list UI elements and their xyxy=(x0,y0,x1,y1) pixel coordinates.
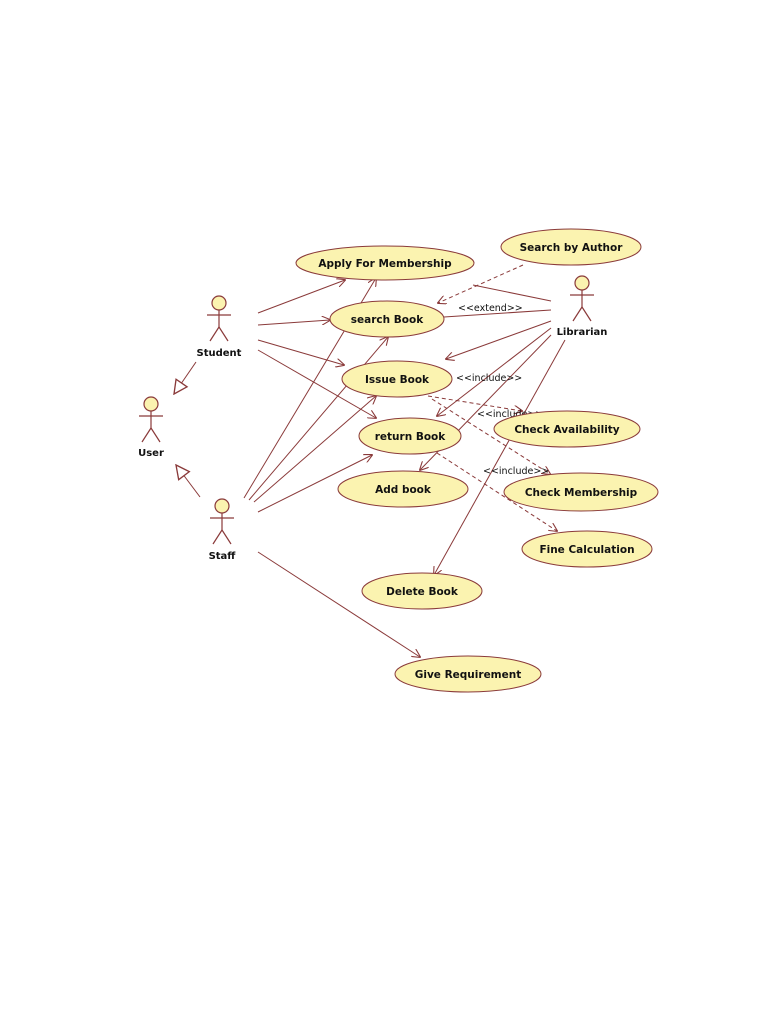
svg-text:Delete Book: Delete Book xyxy=(386,586,459,598)
generalization-student-user xyxy=(174,361,197,394)
usecase-give-requirement: Give Requirement xyxy=(394,655,542,693)
actor-user: User xyxy=(138,396,164,459)
assoc-student-issue-book xyxy=(257,339,344,365)
svg-text:Search by Author: Search by Author xyxy=(520,242,624,254)
assoc-student-return-book xyxy=(257,349,376,418)
usecase-issue-book: Issue Book xyxy=(341,360,453,398)
label-include-availability: <<include>> xyxy=(477,409,543,420)
svg-text:Issue Book: Issue Book xyxy=(365,374,430,386)
actor-staff-icon xyxy=(210,498,234,545)
assoc-staff-give-requirement xyxy=(257,551,420,657)
svg-text:Check Availability: Check Availability xyxy=(514,424,619,436)
svg-text:User: User xyxy=(138,448,164,459)
usecase-search-by-author: Search by Author xyxy=(500,228,642,266)
label-include-issue: <<include>> xyxy=(456,373,522,384)
include-issue-check-membership xyxy=(431,398,550,474)
svg-text:Librarian: Librarian xyxy=(557,327,608,338)
label-extend: <<extend>> xyxy=(458,303,523,314)
usecase-fine-calculation: Fine Calculation xyxy=(521,530,653,568)
usecase-return-book: return Book xyxy=(358,417,462,455)
actor-staff: Staff xyxy=(209,498,237,562)
actor-librarian: Librarian xyxy=(557,275,608,338)
actor-student: Student xyxy=(197,295,242,359)
svg-text:Give Requirement: Give Requirement xyxy=(415,669,522,681)
svg-text:Staff: Staff xyxy=(209,551,237,562)
usecase-delete-book: Delete Book xyxy=(361,572,483,610)
svg-text:Check Membership: Check Membership xyxy=(525,487,638,499)
assoc-student-search-book xyxy=(257,320,330,326)
label-include-membership: <<include>> xyxy=(483,466,549,477)
assoc-librarian-delete-book xyxy=(434,339,566,575)
usecase-check-membership: Check Membership xyxy=(503,472,659,512)
usecase-check-availability: Check Availability xyxy=(493,410,641,448)
usecase-add-book: Add book xyxy=(337,470,469,508)
svg-text:Add book: Add book xyxy=(375,484,432,496)
assoc-librarian-apply-membership xyxy=(472,284,552,302)
assoc-staff-return-book xyxy=(257,455,372,513)
svg-text:return Book: return Book xyxy=(375,431,447,443)
assoc-librarian-return-book xyxy=(437,327,552,416)
svg-text:Student: Student xyxy=(197,348,242,359)
assoc-librarian-search-book xyxy=(443,309,552,318)
usecase-apply-for-membership: Apply For Membership xyxy=(295,245,475,281)
extend-search-by-author-search-book xyxy=(438,264,524,303)
generalization-staff-user xyxy=(176,465,201,498)
actor-librarian-icon xyxy=(570,275,594,322)
svg-text:Apply For Membership: Apply For Membership xyxy=(318,258,452,270)
svg-text:search Book: search Book xyxy=(351,314,424,326)
assoc-student-apply-membership xyxy=(257,280,345,314)
assoc-librarian-issue-book xyxy=(446,320,552,359)
actor-student-icon xyxy=(207,295,231,342)
assoc-staff-issue-book xyxy=(253,396,376,503)
actor-user-icon xyxy=(139,396,163,443)
include-return-fine-calculation xyxy=(436,452,557,531)
usecase-search-book: search Book xyxy=(329,300,445,338)
svg-text:Fine Calculation: Fine Calculation xyxy=(539,544,634,556)
include-issue-check-availability xyxy=(427,395,522,411)
